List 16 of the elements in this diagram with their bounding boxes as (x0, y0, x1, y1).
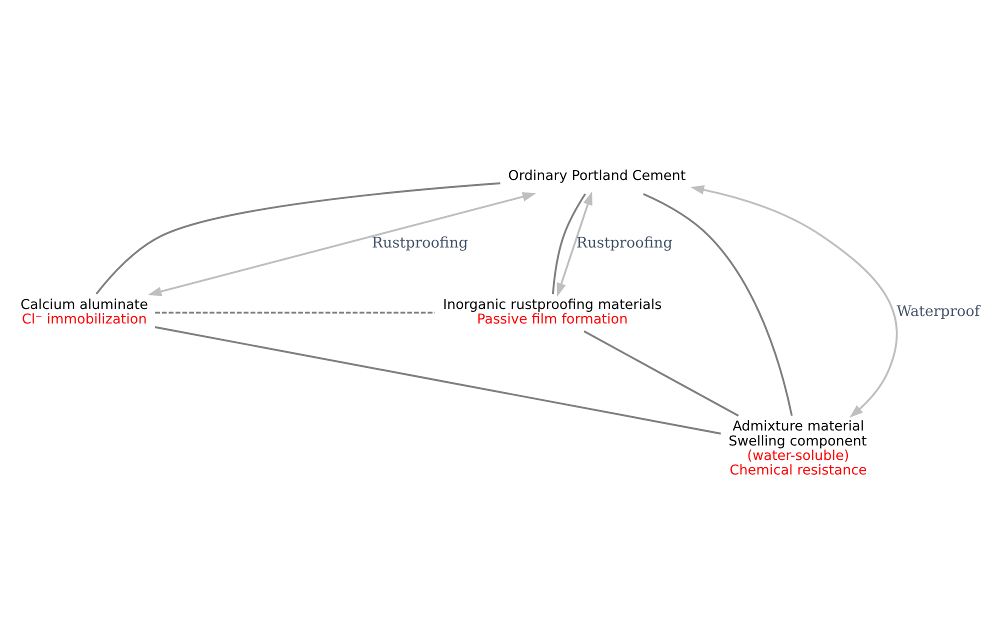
arrow (556, 191, 592, 297)
arrow (690, 185, 898, 418)
connector (154, 326, 721, 435)
edge-label: Rustproofing (576, 234, 672, 252)
node-text: Inorganic rustproofing materials Passive film formation (442, 297, 662, 328)
connector (552, 193, 586, 294)
node-text: Admixture material Swelling component (water-soluble) Chemical resistance (728, 418, 867, 479)
node-text: Ordinary Portland Cement (508, 168, 686, 184)
node-text: Calcium aluminate Cl⁻ immobilization (20, 297, 148, 328)
connector (96, 182, 500, 295)
arrow (148, 192, 536, 296)
edge-label: Rustproofing (372, 234, 468, 252)
connector (155, 312, 435, 314)
edge-label: Waterproof (896, 303, 980, 320)
connector (643, 193, 793, 416)
connector (584, 330, 739, 417)
